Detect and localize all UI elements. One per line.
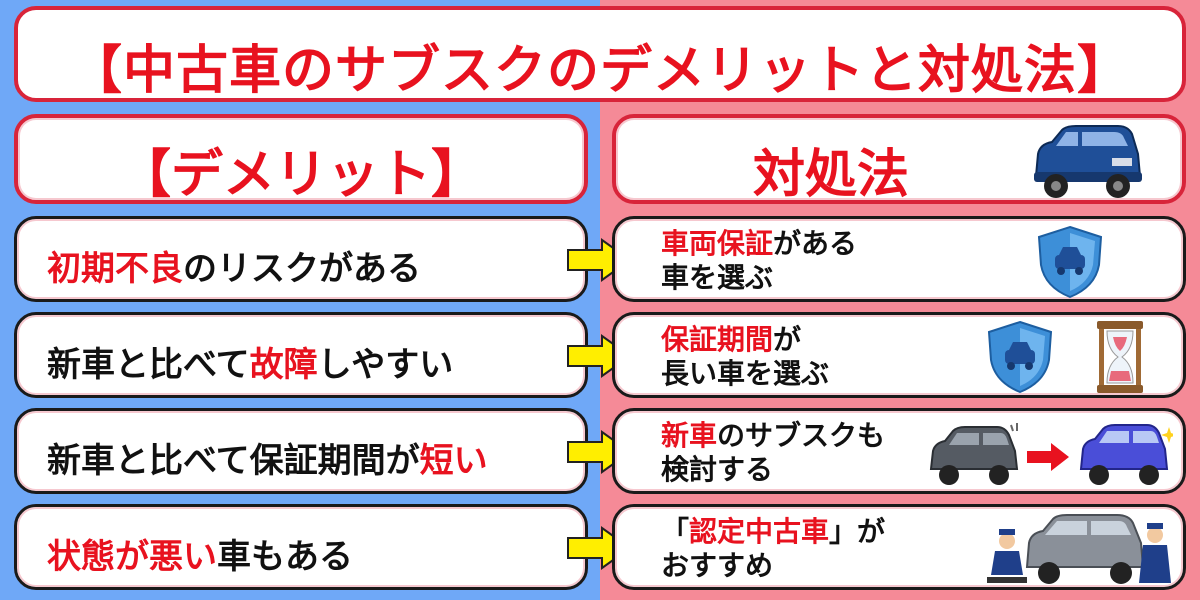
demerit-highlight: 状態が悪い — [47, 537, 217, 577]
solution-plain: 車を選ぶ — [661, 261, 774, 294]
demerit-text-2: 新車と比べて故障しやすい — [47, 337, 453, 386]
demerit-row-2: 新車と比べて故障しやすい — [14, 312, 588, 398]
solution-plain: のサブスクも — [717, 419, 886, 452]
solution-row-2: 保証期間が 長い車を選ぶ — [612, 312, 1186, 398]
header-demerit-label: 【デメリット】 — [118, 145, 483, 205]
demerit-plain: のリスクがある — [183, 249, 421, 289]
demerit-plain: 車もある — [217, 537, 353, 577]
demerit-highlight: 短い — [419, 441, 488, 481]
mechanics-icon — [987, 514, 1171, 584]
header-solution-label: 対処法 — [752, 145, 909, 205]
solution-highlight: 保証期間 — [661, 323, 774, 356]
hourglass-icon — [1097, 321, 1143, 393]
header-solution: 対処法 — [612, 114, 1186, 205]
demerit-plain: 新車と比べて保証期間が — [47, 441, 420, 481]
header-demerit: 【デメリット】 — [14, 114, 588, 205]
shield-car-icon — [1037, 225, 1103, 299]
demerit-plain: 新車と比べて — [47, 345, 250, 385]
solution-row-3: 新車のサブスクも 検討する — [612, 408, 1186, 494]
car-icon — [1034, 125, 1142, 198]
page-title: 【中古車のサブスクのデメリットと対処法】 — [69, 41, 1130, 101]
demerit-plain: しやすい — [317, 345, 454, 385]
solution-plain: 「 — [661, 515, 690, 548]
demerit-text-1: 初期不良のリスクがある — [47, 241, 421, 290]
solution-plain: おすすめ — [661, 549, 774, 582]
demerit-highlight: 初期不良 — [47, 249, 183, 289]
solution-highlight: 車両保証 — [661, 227, 774, 260]
solution-highlight: 新車 — [661, 419, 718, 452]
demerit-text-4: 状態が悪い車もある — [47, 529, 353, 578]
solution-row-1: 車両保証がある 車を選ぶ — [612, 216, 1186, 302]
solution-plain: が — [773, 323, 802, 356]
demerit-highlight: 故障 — [249, 345, 318, 385]
solution-text-2: 保証期間が 長い車を選ぶ — [661, 323, 829, 391]
solution-plain: 検討する — [661, 453, 774, 486]
solution-plain: 」が — [829, 515, 886, 548]
solution-row-4: 「認定中古車」が おすすめ — [612, 504, 1186, 590]
demerit-row-3: 新車と比べて保証期間が短い — [14, 408, 588, 494]
solution-highlight: 認定中古車 — [689, 515, 830, 548]
title-banner: 【中古車のサブスクのデメリットと対処法】 — [14, 6, 1186, 102]
demerit-row-1: 初期不良のリスクがある — [14, 216, 588, 302]
demerit-row-4: 状態が悪い車もある — [14, 504, 588, 590]
solution-text-4: 「認定中古車」が おすすめ — [661, 515, 885, 583]
demerit-text-3: 新車と比べて保証期間が短い — [47, 433, 488, 482]
solution-plain: 長い車を選ぶ — [661, 357, 830, 390]
solution-text-1: 車両保証がある 車を選ぶ — [661, 227, 857, 295]
solution-plain: がある — [773, 227, 858, 260]
solution-text-3: 新車のサブスクも 検討する — [661, 419, 885, 487]
old-to-new-car-icon — [929, 423, 1173, 485]
shield-car-icon — [987, 320, 1053, 394]
